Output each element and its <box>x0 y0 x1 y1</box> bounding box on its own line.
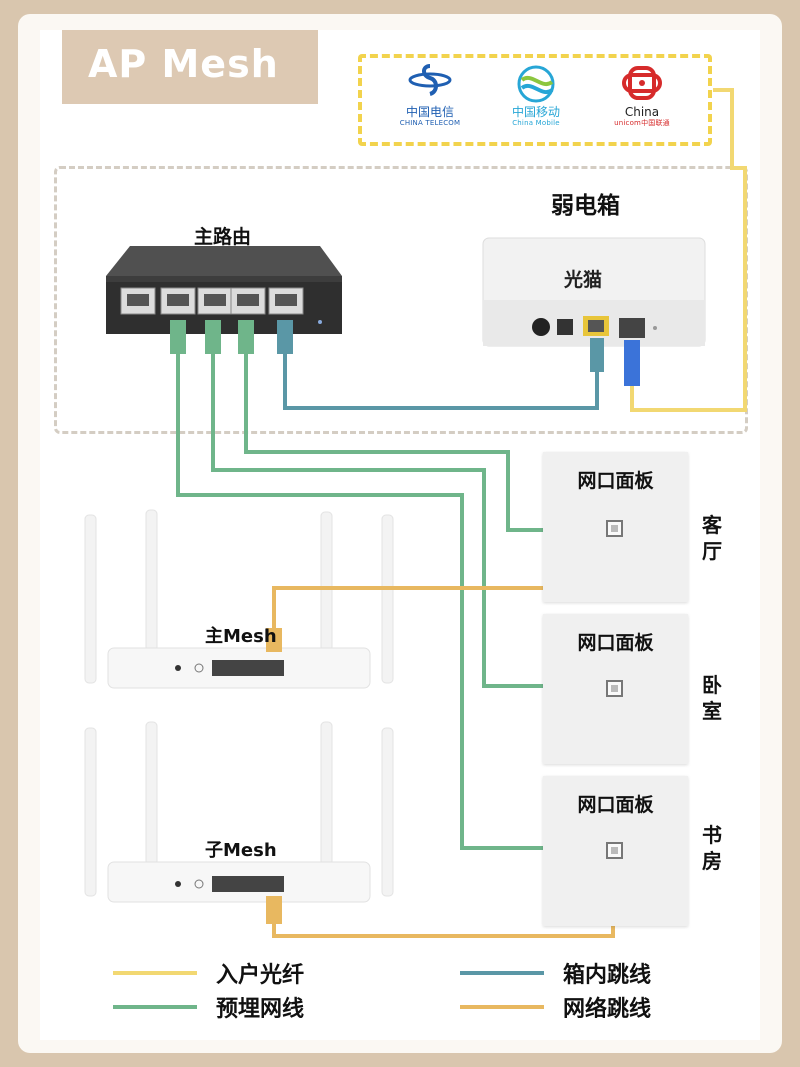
isp-mobile-name: 中国移动 <box>511 105 560 119</box>
isp-unicom-name: China <box>624 105 660 119</box>
legend-swatch-fiber <box>113 971 197 975</box>
sub-mesh-label: 子Mesh <box>205 840 277 861</box>
main-mesh-label: 主Mesh <box>205 626 277 647</box>
panel-label: 网口面板 <box>577 470 654 492</box>
wall-panel-bedroom: 网口面板 <box>543 614 688 764</box>
legend-swatch-embedded <box>113 1005 197 1009</box>
patch-plug-icon <box>590 338 604 372</box>
wall-panel-living-room: 网口面板 <box>543 452 688 602</box>
ethernet-jack-icon <box>606 520 623 537</box>
room-label-bedroom: 卧室 <box>702 673 722 723</box>
panel-label: 网口面板 <box>577 632 654 654</box>
isp-telecom: 中国电信 CHINA TELECOM <box>376 62 484 128</box>
room-label-study: 书房 <box>702 823 722 873</box>
sub-mesh-router-icon <box>84 721 394 903</box>
main-router-label: 主路由 <box>194 226 252 248</box>
embedded-cables <box>176 352 543 850</box>
china-mobile-logo-icon <box>517 65 555 103</box>
legend-swatch-network-patch <box>460 1005 544 1009</box>
legend-label-embedded: 预埋网线 <box>216 997 305 1022</box>
page-title: AP Mesh <box>88 42 279 86</box>
isp-mobile: 中国移动 China Mobile <box>482 62 590 128</box>
wall-panel-study: 网口面板 <box>543 776 688 926</box>
legend-label-network-patch: 网络跳线 <box>563 997 652 1022</box>
cable-plug-icon <box>170 320 186 354</box>
patch-plug-icon <box>277 320 293 354</box>
isp-mobile-en: China Mobile <box>512 119 560 127</box>
legend-label-fiber: 入户光纤 <box>216 963 305 988</box>
mesh-plug-icon <box>266 628 282 652</box>
china-unicom-logo-icon <box>622 66 662 100</box>
isp-unicom: China unicom中国联通 <box>588 62 696 128</box>
ethernet-jack-icon <box>606 842 623 859</box>
in-box-patch-cable <box>283 352 599 410</box>
room-label-living-room: 客厅 <box>702 513 722 563</box>
weak-box-label: 弱电箱 <box>551 193 620 219</box>
title-band <box>62 30 318 104</box>
isp-logo-box: 中国电信 CHINA TELECOM 中国移动 China Mobile Chi… <box>358 54 712 146</box>
legend-swatch-box-patch <box>460 971 544 975</box>
cable-plug-icon <box>238 320 254 354</box>
isp-telecom-name: 中国电信 <box>405 105 454 119</box>
ethernet-jack-icon <box>606 680 623 697</box>
panel-label: 网口面板 <box>577 794 654 816</box>
fiber-cable <box>630 88 747 412</box>
modem-label: 光猫 <box>564 269 603 291</box>
isp-unicom-en: unicom中国联通 <box>614 119 670 127</box>
china-telecom-logo-icon <box>408 64 452 96</box>
optical-modem-icon <box>482 237 706 347</box>
main-mesh-router-icon <box>84 509 394 689</box>
cable-plug-icon <box>205 320 221 354</box>
main-router-switch-icon <box>106 246 342 334</box>
mesh-plug-icon <box>266 896 282 924</box>
isp-telecom-en: CHINA TELECOM <box>399 119 461 127</box>
fiber-connector-icon <box>624 340 640 386</box>
legend-label-box-patch: 箱内跳线 <box>563 963 652 988</box>
